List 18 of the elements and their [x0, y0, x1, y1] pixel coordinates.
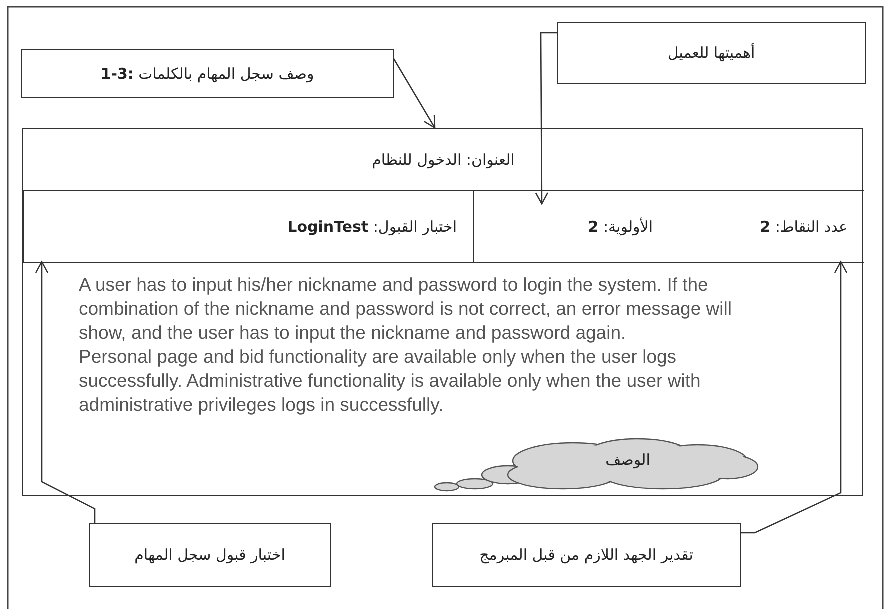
- acceptance-test-cell: [23, 191, 473, 263]
- story-card: [22, 128, 863, 496]
- priority-cell: [473, 191, 669, 263]
- leader-arrow: [535, 32, 557, 205]
- callout-box: [21, 49, 394, 98]
- description-paragraph: A user has to input his/her nickname and password to login the system. If the combination of the nickname and password is not correct, an error message will show, and the user has to input the nickname and password again.: [79, 273, 733, 345]
- callout-box: [432, 523, 741, 587]
- label-text: العنوان: الدخول للنظام: [372, 150, 515, 168]
- label-text: اختبار قبول سجل المهام: [134, 546, 286, 564]
- description-paragraph: Personal page and bid functionality are available only when the user logs successfully. Administrative functionality is available only when the user with administrative privileges logs in successfully.: [79, 345, 702, 417]
- leader-arrow: [393, 58, 436, 129]
- leader-arrow: [741, 261, 848, 534]
- label-text: تقدير الجهد اللازم من قبل المبرمج: [480, 546, 694, 564]
- leader-arrow: [35, 261, 96, 523]
- label-text: الوصف: [606, 451, 650, 469]
- callout-box: [557, 22, 866, 84]
- callout-box: [89, 523, 331, 587]
- label-text: أهميتها للعميل: [668, 44, 756, 62]
